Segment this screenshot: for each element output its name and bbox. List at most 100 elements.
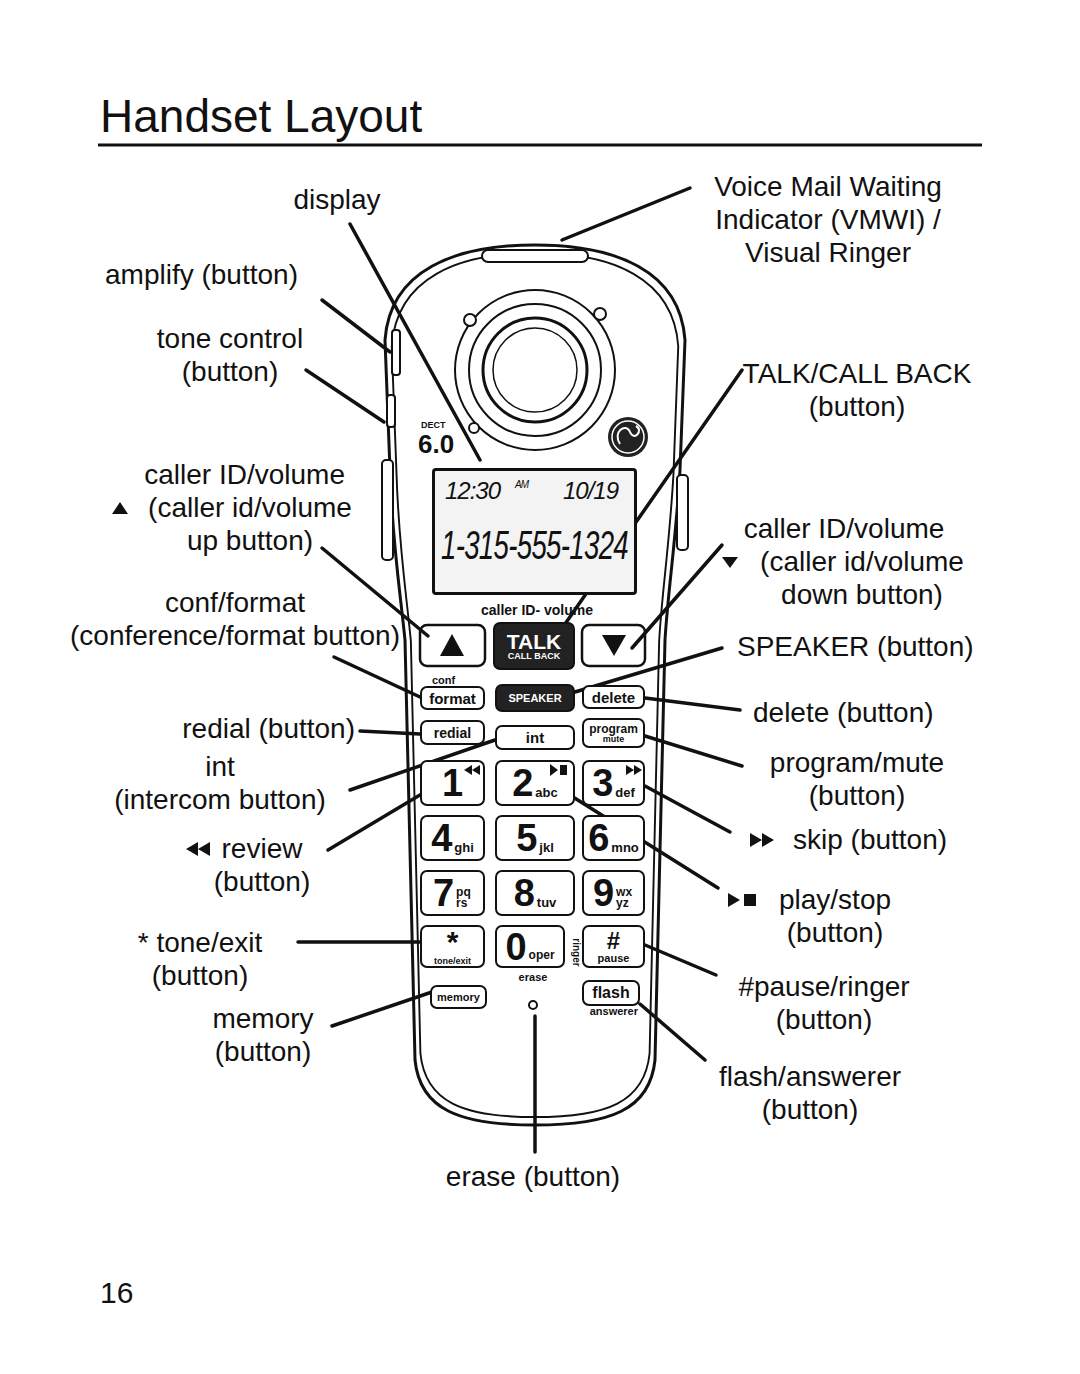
key-button: 9wx yz <box>582 870 645 916</box>
label-line: DECT <box>421 420 446 430</box>
key-sublabel: def <box>615 786 635 799</box>
key-sublabel: CALL BACK <box>508 652 560 661</box>
label-line: caller ID/volume <box>144 458 345 491</box>
leader-lines <box>298 188 742 1152</box>
callout-label: review (button) <box>214 832 311 898</box>
key-label: program <box>589 723 638 735</box>
display-screen: 12:30AM10/191-315-555-1324 <box>432 468 637 595</box>
label-line: flash/answerer <box>719 1060 901 1093</box>
callout-label: memory (button) <box>212 1002 313 1068</box>
label-line: (button) <box>138 959 263 992</box>
key-button: TALKCALL BACK <box>493 622 575 670</box>
callout-label: (caller id/volume down button) <box>760 545 964 611</box>
label-line: (conference/format button) <box>70 619 400 652</box>
key-label: 6 <box>588 819 609 857</box>
callout-label: caller ID/volume <box>144 458 345 491</box>
label-line: review <box>214 832 311 865</box>
callout-label: delete (button) <box>753 696 934 729</box>
printed-mark: erase <box>519 971 548 983</box>
callout-label: #pause/ringer (button) <box>738 970 909 1036</box>
display-readout: 10/19 <box>563 479 618 503</box>
callout-label: int (intercom button) <box>114 750 326 816</box>
display-readout: 1-315-555-1324 <box>441 525 628 565</box>
key-label: # <box>607 929 620 953</box>
label-line: Indicator (VMWI) / <box>714 203 942 236</box>
label-line: #pause/ringer <box>738 970 909 1003</box>
label-line: (caller id/volume <box>148 491 352 524</box>
key-label: TALK <box>507 631 561 652</box>
label-line: program/mute <box>770 746 944 779</box>
printed-mark: caller ID- volume <box>481 602 593 618</box>
key-label: 4 <box>431 819 452 857</box>
key-button: 1 <box>420 760 485 806</box>
key-label: int <box>526 730 544 745</box>
callout-label: display <box>293 183 380 216</box>
label-line: * tone/exit <box>138 926 263 959</box>
label-line: (button) <box>719 1093 901 1126</box>
key-label: 3 <box>592 764 613 802</box>
label-line: 16 <box>100 1276 133 1310</box>
key-label: 1 <box>442 764 463 802</box>
label-line: amplify (button) <box>105 258 298 291</box>
callout-label: * tone/exit (button) <box>138 926 263 992</box>
callout-label: erase (button) <box>446 1160 620 1193</box>
label-line: 6.0 <box>418 430 454 458</box>
callout-label: SPEAKER (button) <box>737 630 974 663</box>
key-button: 0oper <box>495 925 565 968</box>
label-line: memory <box>212 1002 313 1035</box>
key-sublabel: mute <box>603 735 625 744</box>
key-button: redial <box>420 720 485 745</box>
callout-label: skip (button) <box>793 823 947 856</box>
label-line: int <box>114 750 326 783</box>
key-button: flashanswerer <box>582 980 640 1006</box>
label-line: (button) <box>779 916 891 949</box>
key-button: programmute <box>582 718 645 748</box>
label-line: skip (button) <box>793 823 947 856</box>
label-line: (button) <box>212 1035 313 1068</box>
printed-mark: 6.0 <box>418 430 454 458</box>
callout-label: redial (button) <box>182 712 355 745</box>
label-line: ringer <box>571 938 582 966</box>
key-label: memory <box>437 992 480 1003</box>
key-sublabel: tuv <box>537 896 557 909</box>
key-label: redial <box>434 726 471 740</box>
label-line: Visual Ringer <box>714 236 942 269</box>
key-sublabel: oper <box>529 949 555 961</box>
key-label: * <box>447 927 459 957</box>
key-sublabel: tone/exit <box>434 957 471 966</box>
key-sublabel: mno <box>611 841 638 854</box>
key-button: confformat <box>420 686 485 710</box>
key-button: 8tuv <box>495 870 575 916</box>
callout-label: program/mute (button) <box>770 746 944 812</box>
key-sublabel: jkl <box>539 841 553 854</box>
label-line: tone control <box>157 322 303 355</box>
key-label: conf <box>432 675 455 686</box>
key-sublabel: wx yz <box>616 887 634 909</box>
label-line: (button) <box>738 1003 909 1036</box>
callout-label: caller ID/volume <box>744 512 945 545</box>
key-button: 3def <box>582 760 645 806</box>
key-button: #pause <box>582 925 645 968</box>
key-label: flash <box>592 985 629 1001</box>
key-button: 5jkl <box>495 815 575 861</box>
label-line: (intercom button) <box>114 783 326 816</box>
callout-label: amplify (button) <box>105 258 298 291</box>
key-button: int <box>495 725 575 750</box>
label-line: caller ID- volume <box>481 602 593 618</box>
label-line: down button) <box>760 578 964 611</box>
label-line: play/stop <box>779 883 891 916</box>
label-line: caller ID/volume <box>744 512 945 545</box>
key-button: SPEAKER <box>495 684 575 712</box>
label-line: conf/format <box>70 586 400 619</box>
key-label: 7 <box>433 874 454 912</box>
key-label: 5 <box>516 819 537 857</box>
key-label: delete <box>592 690 635 705</box>
label-line: (button) <box>214 865 311 898</box>
label-line: delete (button) <box>753 696 934 729</box>
callout-label: play/stop (button) <box>779 883 891 949</box>
callout-label: TALK/CALL BACK (button) <box>743 357 972 423</box>
label-line: Voice Mail Waiting <box>714 170 942 203</box>
key-button: 2abc <box>495 760 575 806</box>
callout-label: tone control (button) <box>157 322 303 388</box>
